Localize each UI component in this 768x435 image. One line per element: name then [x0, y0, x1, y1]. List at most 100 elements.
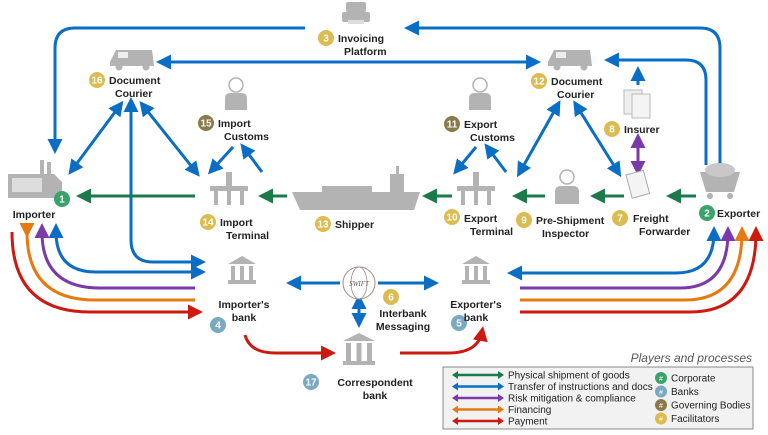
node-label: Freight	[633, 213, 669, 225]
flow-importers-bank-correspondent	[243, 334, 336, 361]
node-badge	[531, 73, 547, 89]
van-icon	[110, 50, 154, 71]
flow-invoicing-to-importer	[47, 26, 305, 154]
node-label: Exporter	[717, 208, 760, 220]
node-badge	[210, 317, 226, 333]
legend-flow-label: Physical shipment of goods	[508, 371, 630, 382]
legend-category-dot-banks	[655, 385, 667, 398]
flow-import-terminal-customs15	[240, 143, 264, 173]
swift-text: SWIFT	[349, 280, 370, 288]
officer-icon	[225, 77, 247, 110]
flow-courier12-export-terminal	[517, 100, 561, 178]
legend-category-symbol: #	[659, 417, 663, 424]
clipboard-icon	[625, 169, 651, 199]
oil-platform-icon	[210, 172, 248, 205]
legend-arrowhead	[498, 405, 504, 414]
node-number: 14	[202, 218, 214, 229]
importer-bank-flows	[10, 222, 203, 320]
legend-category-label: Corporate	[671, 374, 716, 385]
node-number: 11	[447, 120, 458, 131]
node-number: 2	[704, 209, 710, 220]
node-badge	[444, 209, 460, 225]
node-badge	[54, 191, 70, 207]
node-label: Courier	[115, 88, 152, 100]
legend-category-symbol: #	[659, 376, 663, 383]
flow-courier16-import-terminal	[139, 100, 200, 177]
legend-flow-label: Risk mitigation & compliance	[508, 394, 636, 405]
node-label: Correspondent	[337, 377, 413, 389]
node-number: 15	[200, 119, 212, 130]
node-label: bank	[232, 312, 257, 324]
node-badge	[516, 212, 532, 228]
flow-customs15-import-terminal	[207, 145, 235, 175]
flow-exporter-to-invoicing	[404, 20, 722, 165]
node-label: Document	[109, 75, 161, 87]
legend-category-label: Banks	[671, 387, 699, 398]
node-number: 17	[305, 378, 317, 389]
oil-platform-icon	[457, 172, 495, 205]
legend-arrowhead	[498, 394, 504, 402]
legend-arrowhead	[498, 417, 504, 425]
flow-courier12-freight	[573, 100, 622, 178]
node-label: bank	[464, 312, 489, 324]
legend-title: Players and processes	[631, 351, 752, 365]
node-label: Forwarder	[639, 226, 690, 238]
node-number: 9	[521, 216, 527, 227]
node-number: 13	[317, 220, 329, 231]
node-label: Customs	[470, 132, 515, 144]
printer-icon	[342, 2, 370, 24]
documents-icon	[623, 89, 651, 119]
node-label: Export	[464, 213, 498, 225]
node-number: 10	[446, 213, 458, 224]
node-badge	[383, 289, 399, 305]
flow-financing-importer	[19, 222, 195, 302]
node-label: Invoicing	[338, 33, 384, 45]
node-label: Shipper	[335, 219, 374, 231]
legend-category-dot-corporate	[655, 372, 667, 384]
legend-flow-label: Transfer of instructions and docs	[508, 382, 653, 393]
swift-globe-icon: SWIFT	[342, 266, 376, 300]
node-badge	[444, 116, 460, 132]
node-number: 1	[59, 195, 65, 206]
legend-category-label: Governing Bodies	[671, 401, 751, 412]
flow-exporter-to-courier12	[604, 52, 708, 165]
legend-arrowhead	[452, 394, 458, 402]
legend-flow-label: Financing	[508, 405, 551, 416]
node-label: Terminal	[226, 230, 269, 242]
flow-risk-importer	[34, 223, 195, 290]
inspector-icon	[555, 169, 579, 204]
legend-arrowhead	[452, 417, 458, 425]
instruction-flows	[47, 20, 722, 328]
flow-financing-exporter	[520, 226, 750, 302]
legend-arrowhead	[452, 371, 458, 379]
bank-icon	[343, 333, 375, 365]
node-number: 12	[533, 77, 545, 88]
legend-arrowhead	[498, 371, 504, 379]
node-label: Interbank	[379, 308, 426, 320]
node-badge	[451, 315, 467, 331]
legend-category-dot-facilitators	[655, 412, 667, 425]
officer-icon	[469, 77, 491, 110]
node-label: Document	[551, 76, 603, 88]
node-label: Courier	[557, 89, 594, 101]
legend-category-label: Facilitators	[671, 414, 719, 425]
bank-icon	[462, 256, 490, 284]
flow-correspondent-exporters-bank	[400, 326, 488, 355]
flow-courier16-importers-bank	[123, 97, 206, 270]
node-label: Exporter's	[450, 299, 502, 311]
node-badge	[612, 210, 628, 226]
legend-arrowhead	[498, 382, 504, 391]
node-label: Terminal	[470, 226, 513, 238]
node-number: 5	[456, 319, 462, 330]
flow-exporter-exporters-bank	[507, 226, 722, 281]
